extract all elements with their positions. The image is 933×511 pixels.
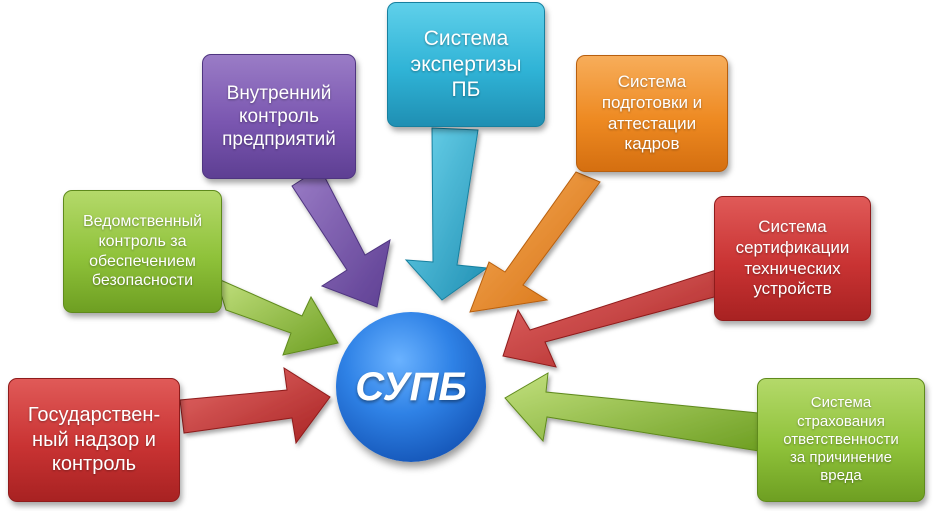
node-internal-control-label: Внутренний контроль предприятий (222, 82, 336, 151)
arrow-certification (502, 269, 719, 368)
arrow-state-supervision (179, 367, 331, 445)
node-training-label: Система подготовки и аттестации кадров (601, 72, 703, 154)
node-insurance: Система страхования ответственности за п… (757, 378, 925, 502)
center-label: СУПБ (355, 364, 467, 409)
node-expertise: Система экспертизы ПБ (387, 2, 545, 127)
node-certification: Система сертификации технических устройс… (714, 196, 871, 321)
arrow-internal-control (291, 167, 391, 308)
node-internal-control: Внутренний контроль предприятий (202, 54, 356, 179)
arrow-insurance (504, 372, 760, 452)
arrow-training (469, 171, 601, 313)
node-departmental-control: Ведомственный контроль за обеспечением б… (63, 190, 222, 313)
arrow-departmental-control (215, 277, 339, 356)
arrow-expertise (404, 127, 489, 301)
node-state-supervision-label: Государствен- ный надзор и контроль (27, 404, 161, 476)
node-state-supervision: Государствен- ный надзор и контроль (8, 378, 180, 502)
node-departmental-control-label: Ведомственный контроль за обеспечением б… (82, 213, 203, 290)
node-certification-label: Система сертификации технических устройс… (735, 217, 850, 299)
node-training: Система подготовки и аттестации кадров (576, 55, 728, 172)
center-node: СУПБ (336, 312, 486, 462)
node-insurance-label: Система страхования ответственности за п… (783, 394, 899, 485)
node-expertise-label: Система экспертизы ПБ (410, 27, 522, 102)
